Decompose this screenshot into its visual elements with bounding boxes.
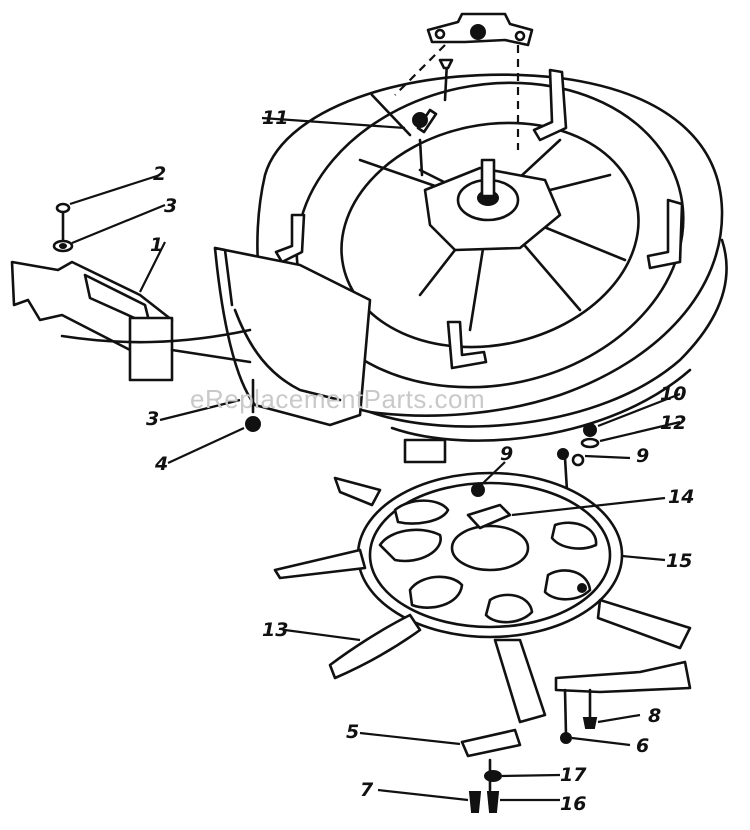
callout-6: 6 — [636, 735, 649, 757]
callout-16: 16 — [560, 793, 586, 815]
callout-2: 2 — [153, 163, 166, 185]
callout-11: 11 — [262, 107, 288, 129]
top-mounting-bracket — [394, 12, 534, 150]
callout-12: 12 — [660, 412, 686, 434]
callout-3-bottom: 3 — [146, 408, 159, 430]
callout-1: 1 — [150, 234, 163, 256]
callout-5: 5 — [346, 721, 359, 743]
callout-17: 17 — [560, 764, 587, 786]
callout-8: 8 — [648, 705, 661, 727]
deflector-assembly — [10, 202, 261, 432]
blade-disc — [356, 471, 624, 639]
callout-labels: 1 2 3 3 4 5 6 7 8 9 9 10 11 12 13 14 15 … — [146, 107, 694, 815]
callout-15: 15 — [666, 550, 692, 572]
callout-leaders — [69, 116, 681, 802]
callout-7: 7 — [360, 779, 374, 801]
callout-4: 4 — [154, 453, 168, 475]
callout-10: 10 — [660, 383, 686, 405]
callout-9-right: 9 — [636, 445, 649, 467]
callout-9-left: 9 — [500, 443, 513, 465]
callout-14: 14 — [668, 486, 694, 508]
mower-blades — [273, 476, 692, 813]
callout-3-top: 3 — [164, 195, 177, 217]
watermark-text: eReplacementParts.com — [190, 384, 485, 414]
callout-13: 13 — [262, 619, 288, 641]
